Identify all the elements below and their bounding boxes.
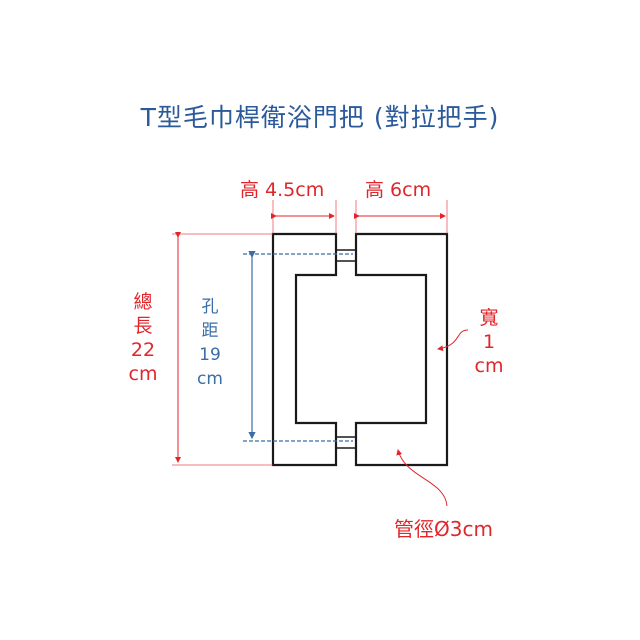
label-char: 22: [130, 339, 156, 361]
width-label: 寬 1 cm: [474, 306, 504, 378]
pipe-pointer: [396, 449, 448, 507]
label-char: cm: [128, 363, 158, 385]
label-char: 長: [133, 315, 153, 337]
total-length-label: 總 長 22 cm: [128, 290, 158, 386]
label-char: 孔: [201, 297, 219, 317]
width-pointer: [437, 329, 469, 352]
left-handle-piece: [271, 232, 338, 467]
label-char: 寬: [479, 307, 499, 329]
height-left-label: 高 4.5cm: [240, 179, 325, 201]
top-connector: [336, 249, 356, 262]
bottom-connector: [336, 436, 356, 449]
diagram-title: T型毛巾桿衛浴門把 (對拉把手): [140, 103, 500, 132]
pipe-diameter-label: 管徑Ø3cm: [394, 517, 493, 541]
label-char: cm: [474, 355, 504, 377]
height-right-label: 高 6cm: [365, 179, 432, 201]
label-char: 距: [201, 321, 219, 341]
label-char: 1: [482, 331, 496, 353]
label-char: 19: [199, 345, 221, 365]
label-char: 總: [133, 291, 153, 313]
hole-distance-label: 孔 距 19 cm: [195, 295, 225, 391]
label-char: cm: [197, 369, 223, 389]
right-handle-piece: [354, 232, 449, 467]
